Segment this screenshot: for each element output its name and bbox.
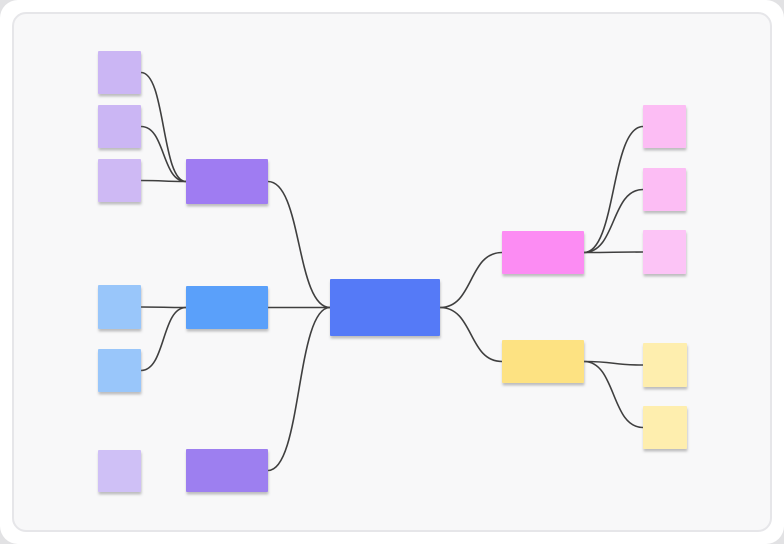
- nodes-layer: [98, 51, 687, 492]
- pink-sticky-2-node[interactable]: [643, 168, 686, 211]
- edges-layer: [140, 71, 644, 472]
- purple-sticky-2-node[interactable]: [98, 105, 141, 148]
- central-topic-node[interactable]: [330, 279, 440, 336]
- blue-branch-node[interactable]: [186, 286, 268, 329]
- pink-sticky-1-node[interactable]: [643, 105, 686, 148]
- yellow-branch-node[interactable]: [502, 340, 584, 383]
- edge-purple-sticky-2-to-purple-branch-top: [140, 125, 187, 183]
- edge-blue-sticky-2-to-blue-branch: [140, 306, 187, 372]
- edge-purple-branch-top-to-central-topic: [267, 180, 331, 309]
- purple-branch-bottom-node[interactable]: [186, 449, 268, 492]
- edge-central-topic-to-pink-branch: [439, 251, 503, 309]
- edge-pink-branch-to-pink-sticky-3: [583, 251, 644, 254]
- pink-sticky-3-node[interactable]: [643, 230, 686, 274]
- purple-sticky-1-node[interactable]: [98, 51, 141, 94]
- blue-sticky-1-node[interactable]: [98, 285, 141, 329]
- yellow-sticky-2-node[interactable]: [643, 406, 687, 449]
- blue-sticky-2-node[interactable]: [98, 349, 141, 392]
- edge-purple-branch-bottom-to-central-topic: [267, 306, 331, 472]
- yellow-sticky-1-node[interactable]: [643, 343, 687, 387]
- edge-pink-branch-to-pink-sticky-2: [583, 188, 644, 254]
- purple-sticky-3-node[interactable]: [98, 159, 141, 202]
- pink-branch-node[interactable]: [502, 231, 584, 274]
- edge-yellow-branch-to-yellow-sticky-1: [583, 360, 644, 366]
- purple-sticky-4-node[interactable]: [98, 450, 141, 492]
- edge-central-topic-to-yellow-branch: [439, 306, 503, 363]
- edge-purple-sticky-3-to-purple-branch-top: [140, 179, 187, 183]
- edge-purple-sticky-1-to-purple-branch-top: [140, 71, 187, 183]
- edge-blue-sticky-1-to-blue-branch: [140, 306, 187, 309]
- edge-pink-branch-to-pink-sticky-1: [583, 125, 644, 254]
- edge-yellow-branch-to-yellow-sticky-2: [583, 360, 644, 429]
- purple-branch-top-node[interactable]: [186, 159, 268, 204]
